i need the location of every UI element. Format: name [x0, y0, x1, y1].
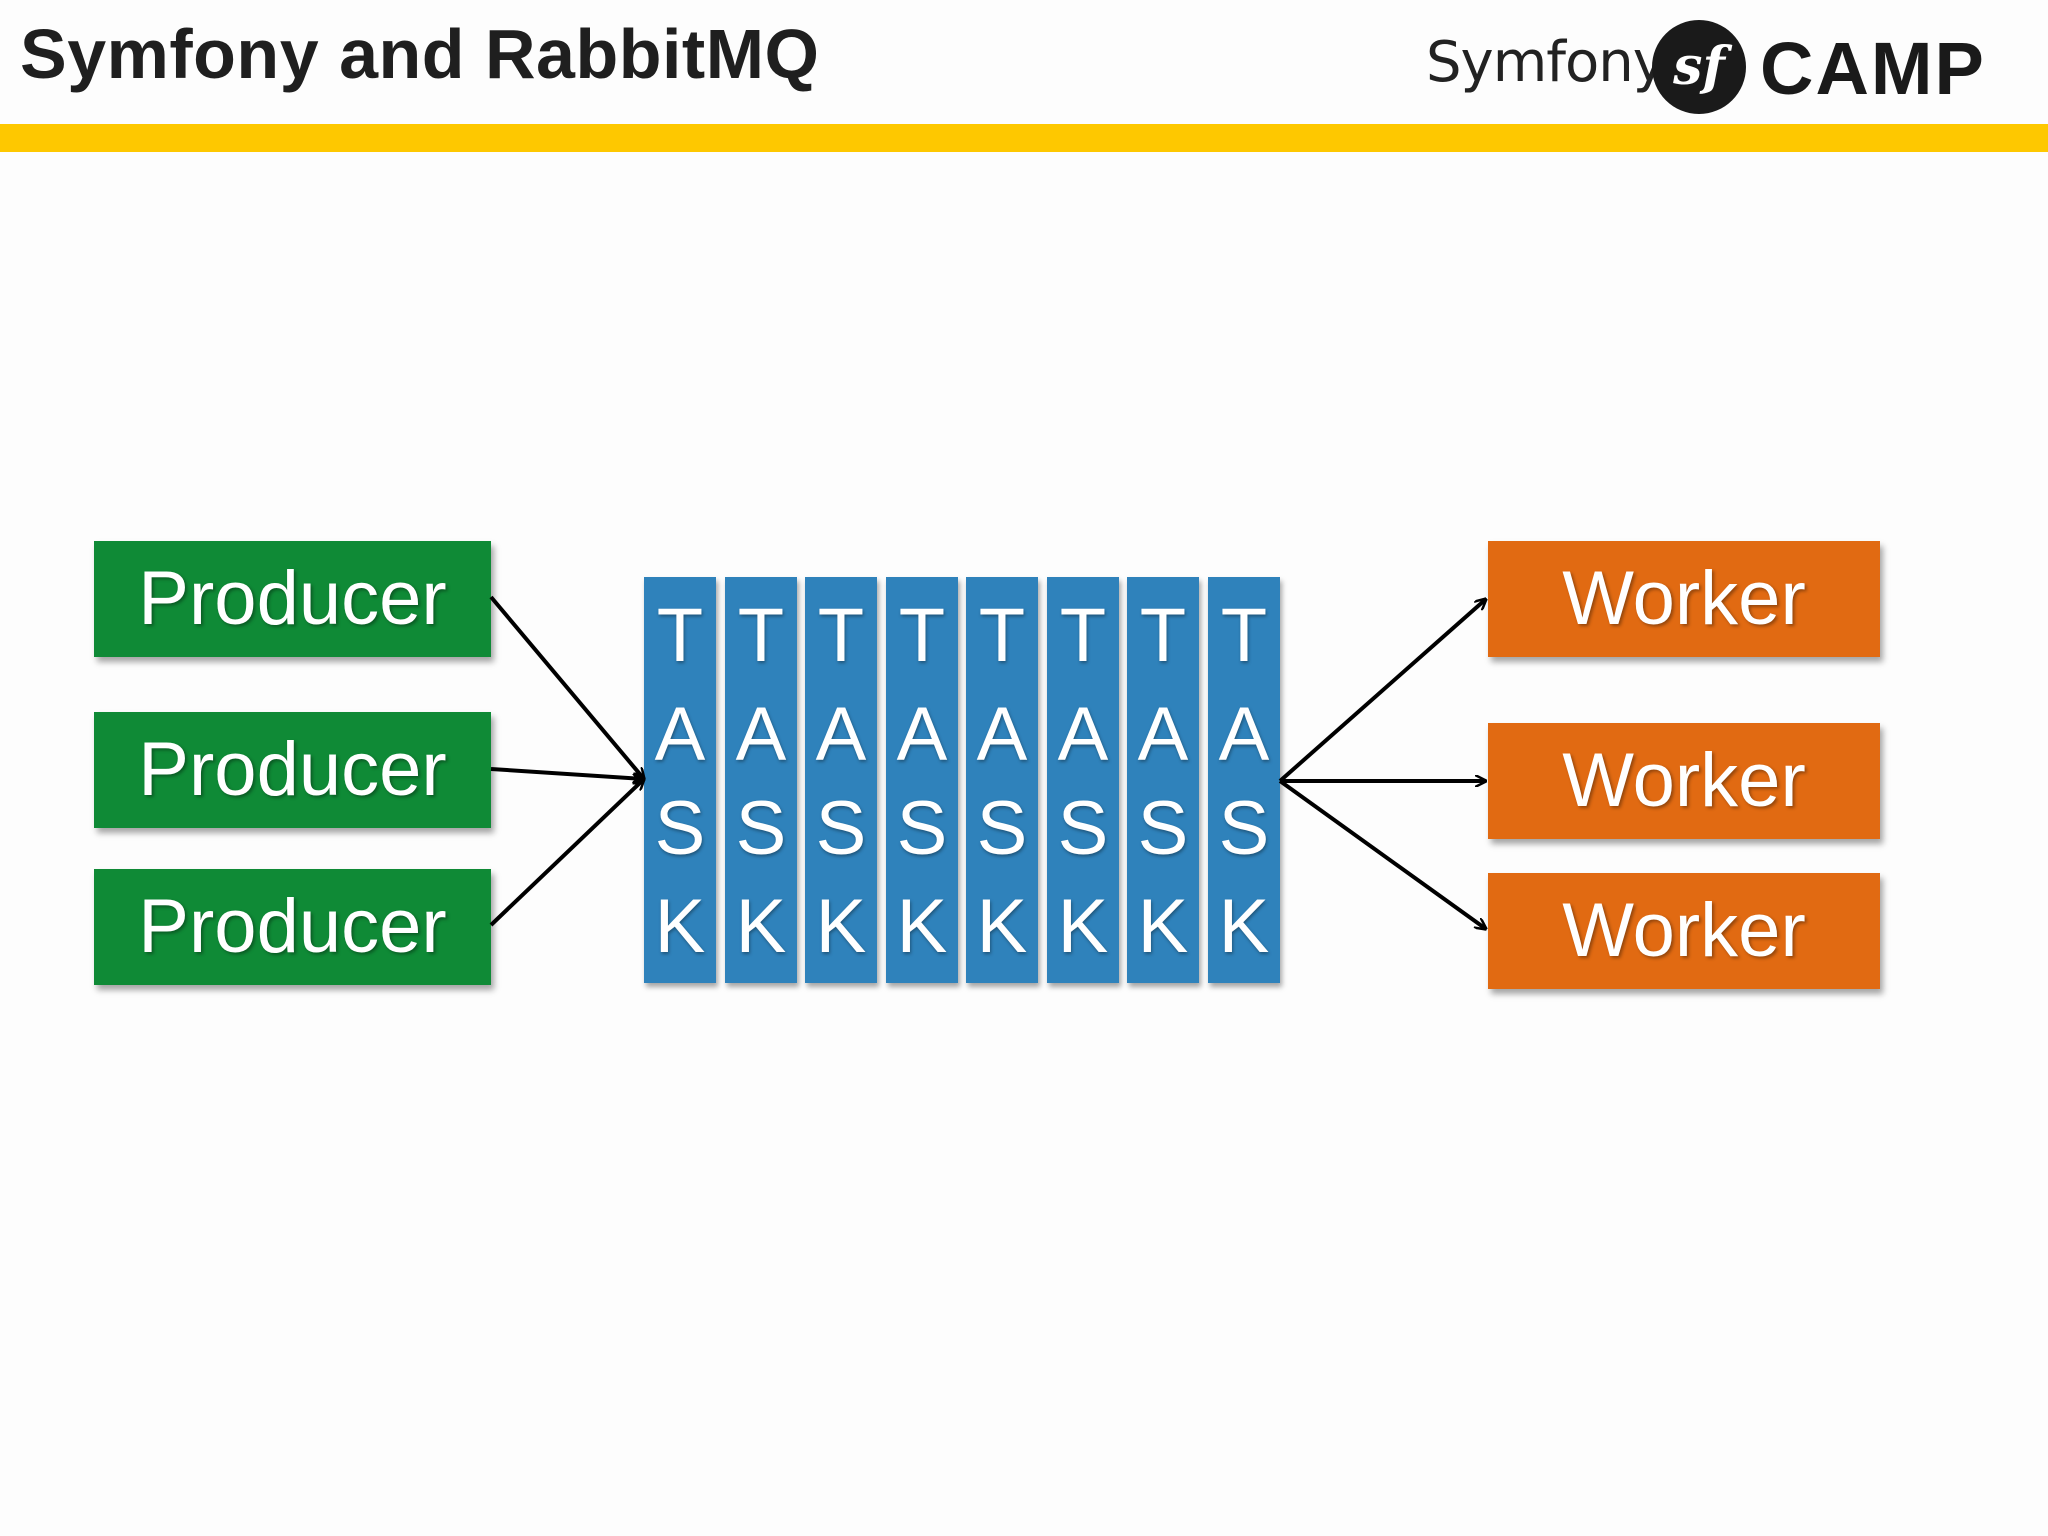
task-letter: A — [1137, 692, 1189, 777]
task-letter: K — [654, 884, 706, 969]
logo-camp-text: CAMP — [1760, 27, 1986, 110]
task-letter: T — [1059, 593, 1107, 678]
task-letter: T — [978, 593, 1026, 678]
task-letter: T — [898, 593, 946, 678]
worker-box-3: Worker — [1488, 873, 1880, 989]
worker-box-1: Worker — [1488, 541, 1880, 657]
task-letter: T — [656, 593, 704, 678]
task-letter: T — [737, 593, 785, 678]
header-accent-bar — [0, 124, 2048, 152]
task-letter: A — [896, 692, 948, 777]
task-letter: A — [976, 692, 1028, 777]
task-letter: T — [1139, 593, 1187, 678]
worker-label: Worker — [1562, 738, 1806, 823]
task-letter: K — [735, 884, 787, 969]
producer-label: Producer — [138, 727, 447, 812]
task-letter: T — [1220, 593, 1268, 678]
task-letter: K — [1057, 884, 1109, 969]
worker-box-2: Worker — [1488, 723, 1880, 839]
producer-box-1: Producer — [94, 541, 491, 657]
task-letter: K — [1137, 884, 1189, 969]
producer-label: Producer — [138, 556, 447, 641]
arrow-queue-to-worker-1 — [1278, 599, 1486, 783]
task-letter: A — [654, 692, 706, 777]
arrow-producer-2-to-queue — [490, 767, 644, 779]
task-letter: T — [817, 593, 865, 678]
producer-box-3: Producer — [94, 869, 491, 985]
task-letter: S — [976, 786, 1028, 871]
symfony-sf-icon: sf — [1652, 20, 1746, 114]
symfony-camp-logo: Symfony sf CAMP — [1420, 12, 2030, 124]
worker-label: Worker — [1562, 556, 1806, 641]
arrow-producer-1-to-queue — [489, 595, 644, 779]
arrow-queue-to-worker-3 — [1278, 779, 1486, 929]
task-letter: A — [1218, 692, 1270, 777]
task-letter: K — [896, 884, 948, 969]
producer-label: Producer — [138, 884, 447, 969]
slide-header: Symfony and RabbitMQ Symfony sf CAMP — [0, 0, 2048, 124]
worker-label: Worker — [1562, 888, 1806, 973]
logo-symfony-text: Symfony — [1426, 30, 1666, 95]
task-letter: K — [815, 884, 867, 969]
slide-title: Symfony and RabbitMQ — [20, 15, 820, 93]
task-letter: A — [815, 692, 867, 777]
task-letter: S — [1218, 786, 1270, 871]
producer-box-2: Producer — [94, 712, 491, 828]
arrow-producer-3-to-queue — [489, 779, 644, 927]
task-letter: A — [735, 692, 787, 777]
task-letter: S — [654, 786, 706, 871]
task-letter: K — [1218, 884, 1270, 969]
task-letter: S — [735, 786, 787, 871]
task-letter: A — [1057, 692, 1109, 777]
task-letter: S — [815, 786, 867, 871]
task-letter: K — [976, 884, 1028, 969]
task-letter: S — [1137, 786, 1189, 871]
task-letter: S — [896, 786, 948, 871]
task-letter: S — [1057, 786, 1109, 871]
